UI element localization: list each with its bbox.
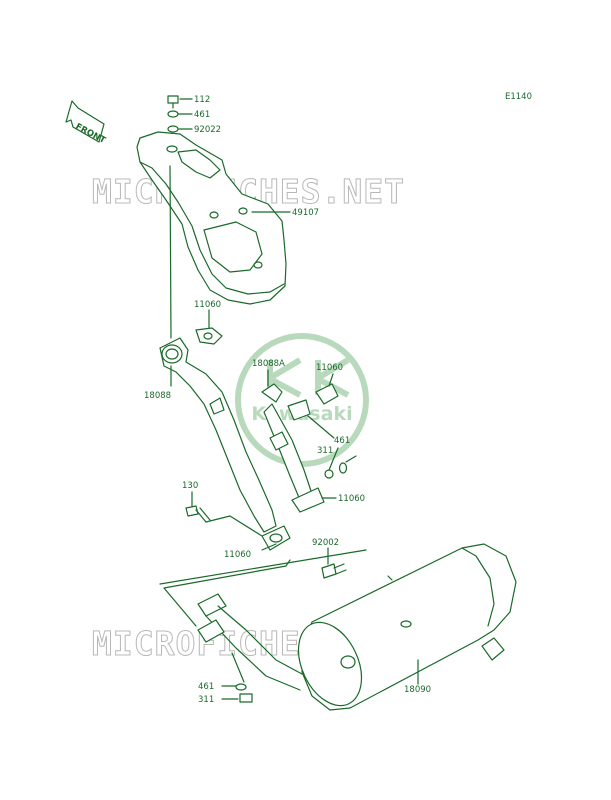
gasket-11060-center-icon [315, 383, 339, 405]
washer-461-icon [167, 110, 179, 118]
part-label-11060: 11060 [338, 494, 365, 504]
diagram-code: E1140 [505, 92, 532, 102]
part-label-18088a: 18088A [252, 359, 285, 369]
nut-311-lower-icon [239, 693, 253, 703]
part-label-92022: 92022 [194, 125, 221, 135]
exhaust-pipe-18088 [159, 337, 277, 533]
part-label-311: 311 [198, 695, 214, 705]
gasket-11060-joint-icon [291, 487, 325, 513]
part-labels: 112 461 92022 49107 11060 18088 18088A 1… [144, 95, 431, 705]
washer-461-center-icon [338, 462, 348, 474]
part-label-461: 461 [334, 436, 350, 446]
gasket-11060-lower-icon [261, 525, 291, 551]
bolt-130-icon [185, 505, 211, 523]
clamp-center-icon [287, 399, 311, 421]
part-label-130: 130 [182, 481, 198, 491]
nut-311-center-icon [324, 469, 334, 479]
collar-92022-icon [167, 125, 179, 133]
part-label-461: 461 [198, 682, 214, 692]
part-label-18088: 18088 [144, 391, 171, 401]
washer-461-lower-icon [235, 683, 247, 691]
part-label-92002: 92002 [312, 538, 339, 548]
front-arrow-icon: FRONT [65, 100, 107, 146]
part-label-11060: 11060 [224, 550, 251, 560]
leader-lines [170, 98, 419, 700]
part-label-11060: 11060 [194, 300, 221, 310]
muffler-18090 [197, 543, 517, 711]
part-label-18090: 18090 [404, 685, 431, 695]
part-label-11060: 11060 [316, 363, 343, 373]
part-label-112: 112 [194, 95, 210, 105]
bolt-112-icon [167, 95, 179, 109]
heat-shield [136, 131, 287, 305]
bolt-92002-icon [321, 563, 347, 579]
part-label-461: 461 [194, 110, 210, 120]
part-label-311: 311 [317, 446, 333, 456]
gasket-11060-upper-left-icon [195, 327, 223, 345]
part-label-49107: 49107 [292, 208, 319, 218]
joint-pipe-18088a [261, 383, 313, 501]
